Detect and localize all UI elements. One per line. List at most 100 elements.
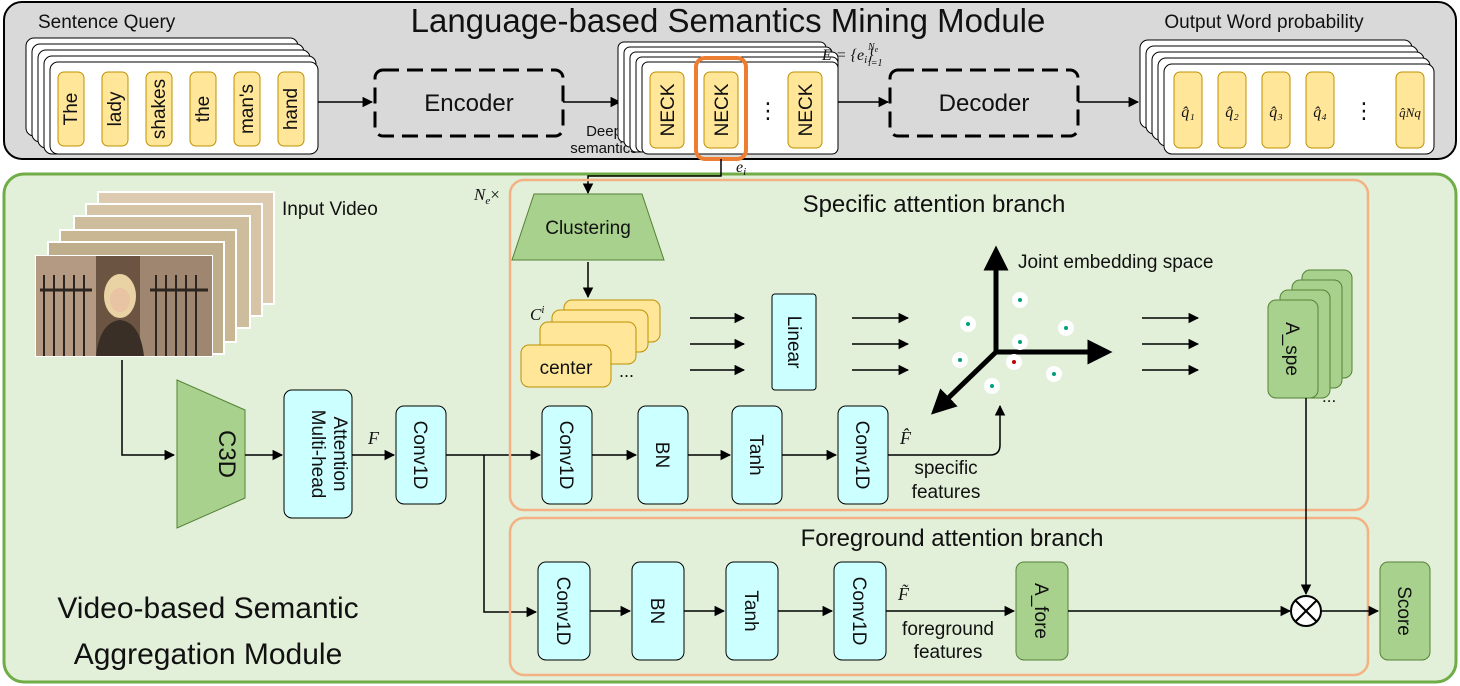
- svg-text:NECK: NECK: [796, 83, 817, 136]
- svg-text:q̂₄: q̂₄: [1313, 104, 1327, 121]
- c3d-block: C3D: [176, 379, 246, 529]
- foreground-conv1d-block: Conv1D: [537, 561, 591, 661]
- svg-text:...: ...: [1322, 387, 1336, 406]
- embedding-point: [1012, 334, 1028, 350]
- output-token: q̂₄: [1305, 71, 1335, 149]
- ne-times-label: Ne×: [473, 185, 500, 207]
- output-token: q̂₃: [1261, 71, 1291, 149]
- center-stack: center ...: [520, 299, 661, 388]
- video-module-panel: [2, 172, 1458, 684]
- embedding-point: [1058, 320, 1074, 336]
- word-token: lady: [101, 71, 129, 147]
- svg-text:q̂₃: q̂₃: [1269, 104, 1283, 121]
- a-fore-block: A_fore: [1015, 561, 1069, 661]
- svg-text:man's: man's: [237, 84, 258, 134]
- video-module-title: Aggregation Module: [74, 638, 343, 671]
- ci-label: Ci: [530, 304, 544, 324]
- output-stack: q̂₁ q̂₂ q̂₃ q̂₄ ⋮ q̂Nq: [1139, 39, 1435, 155]
- clustering-block: Clustering: [511, 193, 665, 261]
- output-ellipsis: ⋮: [1353, 98, 1375, 123]
- foreground-attention-branch: Foreground attention branch Conv1D BN Ta…: [508, 516, 1370, 677]
- svg-text:Attention: Attention: [329, 417, 350, 492]
- svg-text:Encoder: Encoder: [424, 90, 513, 117]
- svg-text:A_fore: A_fore: [1030, 583, 1051, 639]
- score-block: Score: [1379, 561, 1431, 661]
- foreground-branch-title: Foreground attention branch: [801, 525, 1104, 552]
- conv1d-block: Conv1D: [395, 405, 447, 505]
- embedding-point: [960, 316, 976, 332]
- neck-token: NECK: [787, 71, 823, 149]
- specific-branch-title: Specific attention branch: [803, 191, 1066, 218]
- f-hat-label: F̂: [899, 428, 912, 448]
- deep-semantics-label: semantics: [570, 140, 638, 157]
- output-token: q̂Nq: [1395, 71, 1425, 149]
- svg-text:BN: BN: [646, 598, 667, 624]
- neck-token-highlighted: NECK: [694, 56, 748, 161]
- joint-embedding-axes: [931, 245, 1113, 415]
- decoder-block: Decoder: [888, 68, 1080, 138]
- svg-text:Tanh: Tanh: [740, 590, 761, 631]
- embedding-stack: NECK NECK ⋮ NECK: [617, 41, 839, 161]
- svg-text:i=1: i=1: [868, 58, 883, 69]
- multiply-operator: [1290, 595, 1322, 627]
- word-token: man's: [233, 71, 261, 147]
- specific-features-label: specific: [914, 458, 977, 479]
- foreground-conv1d-block-2: Conv1D: [833, 561, 887, 661]
- specific-branch-panel: [508, 178, 1370, 512]
- foreground-branch-panel: [508, 516, 1370, 677]
- svg-text:C3D: C3D: [213, 430, 240, 478]
- svg-text:Ne: Ne: [867, 42, 879, 54]
- specific-attention-branch: Specific attention branch Clustering Ci …: [508, 178, 1370, 512]
- svg-text:NECK: NECK: [658, 83, 679, 136]
- svg-text:...: ...: [619, 361, 634, 381]
- svg-text:q̂Nq: q̂Nq: [1399, 105, 1421, 120]
- sentence-query-label: Sentence Query: [38, 12, 176, 33]
- svg-text:Linear: Linear: [783, 316, 804, 369]
- svg-text:lady: lady: [105, 91, 126, 126]
- embedding-point: [984, 378, 1000, 394]
- svg-text:center: center: [540, 358, 593, 379]
- svg-text:Conv1D: Conv1D: [851, 421, 872, 490]
- svg-text:The: The: [61, 93, 82, 126]
- svg-text:Decoder: Decoder: [939, 90, 1030, 117]
- embedding-point: [1012, 292, 1028, 308]
- embedding-point: [1006, 354, 1022, 370]
- word-token: hand: [277, 71, 305, 147]
- ei-label: ei: [736, 159, 746, 178]
- word-token: the: [189, 71, 217, 147]
- input-video-label: Input Video: [282, 199, 378, 220]
- svg-text:the: the: [193, 96, 214, 122]
- specific-bn-block: BN: [637, 405, 689, 505]
- linear-block: Linear: [771, 293, 817, 391]
- encoder-block: Encoder: [373, 68, 565, 138]
- svg-text:shakes: shakes: [149, 79, 170, 139]
- svg-text:Multi-head: Multi-head: [307, 410, 328, 499]
- svg-text:A_spe: A_spe: [1281, 322, 1302, 376]
- svg-text:q̂₂: q̂₂: [1225, 104, 1239, 121]
- word-token: shakes: [145, 71, 173, 147]
- svg-text:Conv1D: Conv1D: [552, 577, 573, 646]
- video-module: Video-based Semantic Aggregation Module …: [2, 159, 1458, 684]
- svg-text:NECK: NECK: [712, 83, 733, 136]
- svg-text:Conv1D: Conv1D: [848, 577, 869, 646]
- specific-conv1d-block: Conv1D: [541, 405, 593, 505]
- svg-text:q̂₁: q̂₁: [1181, 104, 1195, 121]
- output-token: q̂₂: [1217, 71, 1247, 149]
- input-video-frames: [35, 191, 275, 357]
- embedding-point: [952, 352, 968, 368]
- embedding-formula: E = {ei} Ne i=1: [821, 42, 883, 69]
- word-token: The: [57, 71, 85, 147]
- foreground-bn-block: BN: [631, 561, 685, 661]
- specific-features-label: features: [912, 482, 981, 503]
- f-label: F: [367, 428, 380, 448]
- output-token: q̂₁: [1173, 71, 1203, 149]
- output-word-probability-label: Output Word probability: [1164, 12, 1364, 33]
- svg-text:BN: BN: [651, 442, 672, 468]
- specific-conv1d-block-2: Conv1D: [837, 405, 889, 505]
- multi-head-attention-block: Multi-head Attention: [283, 389, 353, 519]
- embedding-point: [1046, 366, 1062, 382]
- neck-ellipsis: ⋮: [757, 98, 779, 123]
- svg-text:Clustering: Clustering: [545, 218, 631, 239]
- language-module: Language-based Semantics Mining Module S…: [3, 1, 1457, 161]
